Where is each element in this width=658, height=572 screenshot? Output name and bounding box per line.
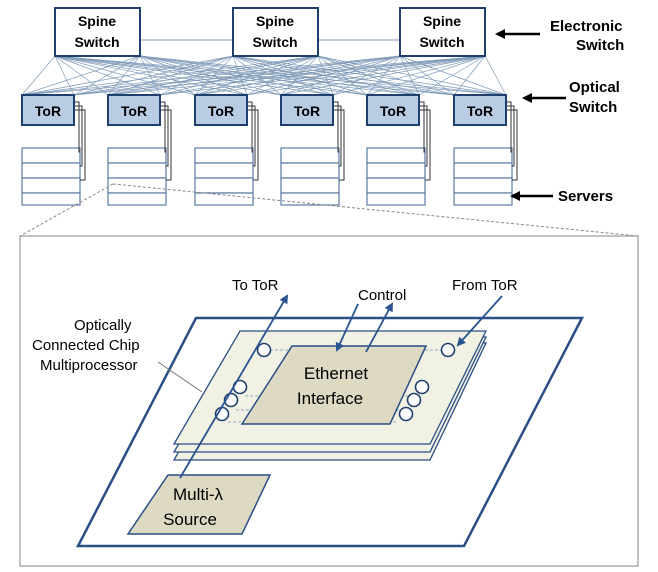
rack-row: ToR ToR ToR ToR ToR ToR bbox=[21, 94, 518, 206]
svg-text:Switch: Switch bbox=[252, 34, 297, 50]
fiber-loops bbox=[160, 101, 172, 181]
svg-text:Spine: Spine bbox=[78, 13, 116, 29]
svg-text:Spine: Spine bbox=[256, 13, 294, 29]
server-stack bbox=[21, 147, 81, 206]
tor-switch bbox=[366, 94, 420, 126]
tor-label: ToR bbox=[467, 103, 493, 119]
to-tor-label: To ToR bbox=[232, 277, 279, 294]
control-label: Control bbox=[358, 287, 406, 304]
server-stack bbox=[280, 147, 340, 206]
chip-pointer-line bbox=[157, 361, 203, 393]
tor-rack: ToR bbox=[453, 94, 518, 206]
optical-switch-label-2: Switch bbox=[569, 99, 617, 116]
tor-rack: ToR bbox=[107, 94, 172, 206]
control-arrow-in bbox=[335, 303, 359, 352]
control-arrow-out bbox=[365, 302, 393, 353]
spine-tor-mesh bbox=[21, 55, 507, 96]
tor-switch bbox=[21, 94, 75, 126]
chip-label-2: Connected Chip bbox=[32, 337, 140, 354]
tor-label: ToR bbox=[121, 103, 147, 119]
tor-switch bbox=[194, 94, 248, 126]
server-stack bbox=[366, 147, 426, 206]
optical-switch-label-1: Optical bbox=[569, 79, 620, 96]
server-stack bbox=[194, 147, 254, 206]
svg-text:Switch: Switch bbox=[419, 34, 464, 50]
spine-switch: Spine Switch bbox=[399, 7, 486, 57]
tor-switch bbox=[107, 94, 161, 126]
fiber-loops bbox=[74, 101, 86, 181]
source-label-1: Multi-λ bbox=[173, 485, 224, 504]
ethernet-interface bbox=[240, 345, 428, 425]
fiber-loops bbox=[247, 101, 259, 181]
tor-label: ToR bbox=[35, 103, 61, 119]
fiber-loops bbox=[506, 101, 518, 181]
svg-text:Switch: Switch bbox=[74, 34, 119, 50]
spine-switch: Spine Switch bbox=[54, 7, 141, 57]
svg-text:Spine: Spine bbox=[423, 13, 461, 29]
chip-label-1: Optically bbox=[74, 317, 132, 334]
tor-rack: ToR bbox=[366, 94, 431, 206]
optical-rings bbox=[214, 342, 456, 422]
servers-label: Servers bbox=[558, 188, 613, 205]
electronic-switch-label-2: Switch bbox=[576, 37, 624, 54]
electronic-switch-label-1: Electronic bbox=[550, 18, 623, 35]
fiber-loops bbox=[419, 101, 431, 181]
server-stack bbox=[107, 147, 167, 206]
chip-label-3: Multiprocessor bbox=[40, 357, 138, 374]
tor-rack: ToR bbox=[194, 94, 259, 206]
ethernet-label-1: Ethernet bbox=[304, 364, 369, 383]
tor-switch bbox=[280, 94, 334, 126]
fiber-loops bbox=[333, 101, 345, 181]
tor-label: ToR bbox=[380, 103, 406, 119]
tor-rack: ToR bbox=[21, 94, 86, 206]
spine-switch: Spine Switch bbox=[232, 7, 319, 57]
tor-label: ToR bbox=[294, 103, 320, 119]
source-label-2: Source bbox=[163, 510, 217, 529]
ethernet-label-2: Interface bbox=[297, 389, 363, 408]
zoom-line-right bbox=[112, 183, 639, 237]
zoom-line-left bbox=[19, 183, 114, 237]
from-tor-label: From ToR bbox=[452, 277, 518, 294]
server-stack bbox=[453, 147, 513, 206]
from-tor-arrow bbox=[456, 295, 503, 347]
tor-rack: ToR bbox=[280, 94, 345, 206]
to-tor-arrow bbox=[179, 294, 289, 479]
tor-label: ToR bbox=[208, 103, 234, 119]
multi-lambda-source bbox=[126, 474, 272, 535]
tor-switch bbox=[453, 94, 507, 126]
